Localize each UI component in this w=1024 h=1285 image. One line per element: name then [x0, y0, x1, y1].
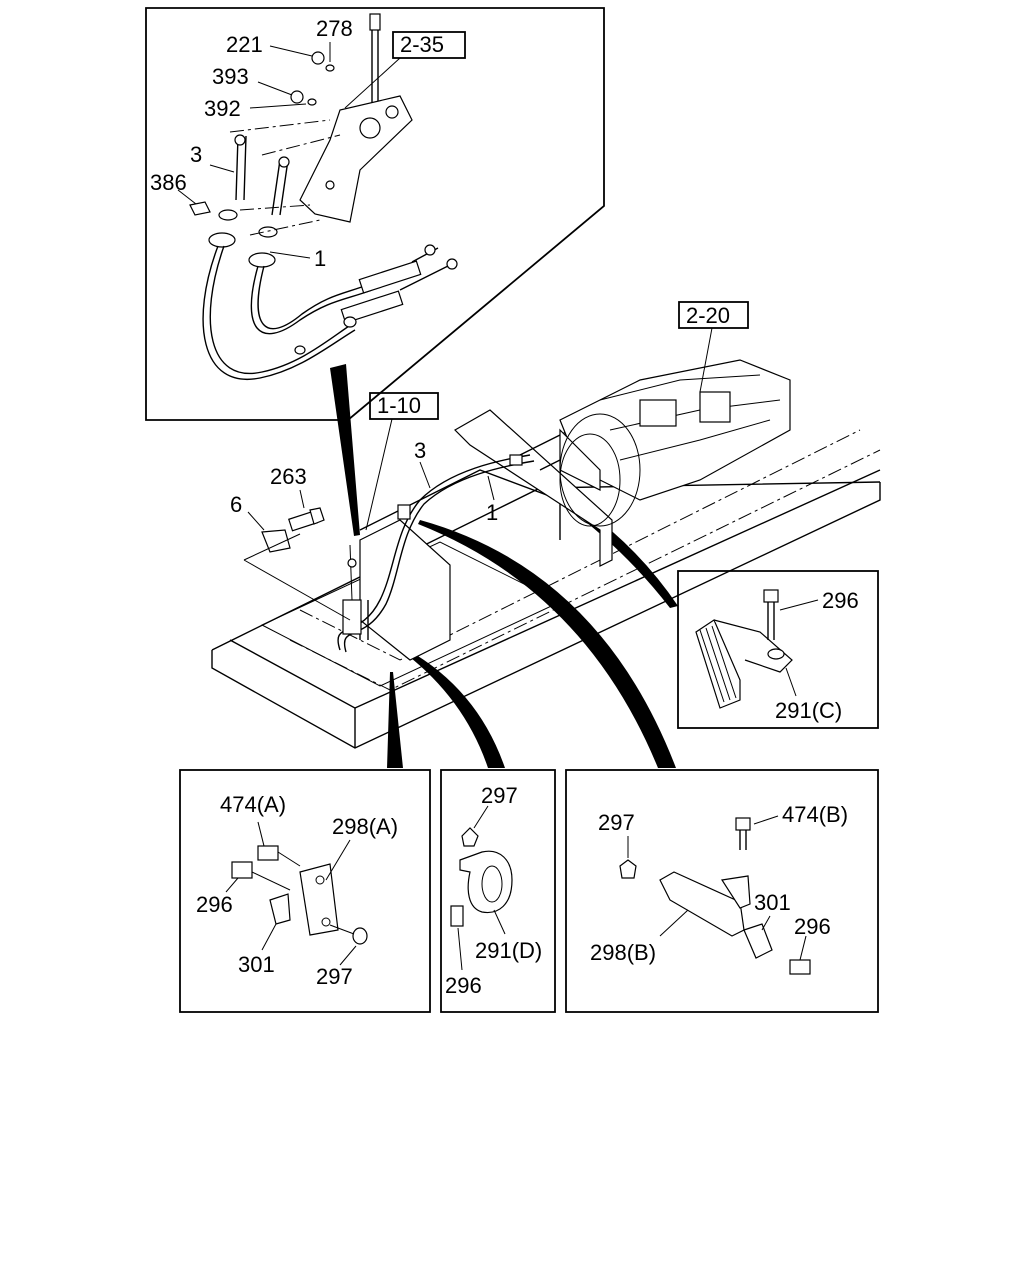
- label-1-main: 1: [486, 500, 498, 525]
- beam-top-panel: [330, 364, 360, 536]
- shift-bracket: [299, 95, 413, 223]
- ref-2-35: 2-35: [400, 32, 444, 57]
- panel-b: 297 474(B) 301 296 298(B): [565, 769, 879, 1013]
- label-263: 263: [270, 464, 307, 489]
- label-301-b: 301: [754, 890, 791, 915]
- bolt-474a: [257, 845, 279, 861]
- label-297-b: 297: [598, 810, 635, 835]
- grommet-right: [248, 252, 276, 268]
- panel-c-frame: [677, 570, 879, 729]
- top-panel-frame: [145, 7, 605, 421]
- panel-a: 474(A) 298(A) 296 301 297: [179, 769, 431, 1013]
- label-278: 278: [316, 16, 353, 41]
- nut-297-d: [461, 827, 479, 847]
- label-296-b: 296: [794, 914, 831, 939]
- label-393: 393: [212, 64, 249, 89]
- label-291d: 291(D): [475, 938, 542, 963]
- clamp-291d: [459, 850, 513, 914]
- bolt-296-a: [231, 861, 253, 879]
- bolt-296-d: [450, 905, 464, 927]
- bracket-298a: [299, 863, 339, 936]
- label-474a: 474(A): [220, 792, 286, 817]
- panel-d: 297 291(D) 296: [440, 769, 556, 1013]
- label-298a: 298(A): [332, 814, 398, 839]
- label-386: 386: [150, 170, 187, 195]
- clip-386: [189, 201, 211, 216]
- label-297-d: 297: [481, 783, 518, 808]
- panel-b-frame: [565, 769, 879, 1013]
- label-3-main: 3: [414, 438, 426, 463]
- beam-panel-d: [406, 650, 505, 768]
- nut-297-b: [619, 859, 637, 879]
- beam-panel-a: [387, 672, 403, 768]
- clamp-301-a: [269, 893, 291, 925]
- top-panel: 221 278 393 392 3 386 1 2-35: [145, 7, 605, 421]
- label-291c: 291(C): [775, 698, 842, 723]
- grommet-left: [208, 232, 236, 248]
- bolt-474b: [735, 817, 751, 831]
- label-1-top: 1: [314, 246, 326, 271]
- label-392: 392: [204, 96, 241, 121]
- label-3-top: 3: [190, 142, 202, 167]
- label-297-a: 297: [316, 964, 353, 989]
- nut-297-a: [352, 927, 368, 945]
- nut-393: [290, 90, 304, 104]
- panel-c: 296 291(C): [677, 570, 879, 729]
- ref-1-10: 1-10: [377, 393, 421, 418]
- panel-d-frame: [440, 769, 556, 1013]
- nut-221: [311, 51, 325, 65]
- label-221: 221: [226, 32, 263, 57]
- clip-6: [261, 529, 291, 553]
- ref-2-20: 2-20: [686, 303, 730, 328]
- bolt-296-head: [763, 589, 779, 603]
- bolt-296-b: [789, 959, 811, 975]
- label-296-c: 296: [822, 588, 859, 613]
- panel-a-frame: [179, 769, 431, 1013]
- beam-panel-b: [418, 520, 676, 768]
- label-301-a: 301: [238, 952, 275, 977]
- label-296-d: 296: [445, 973, 482, 998]
- main-view: 263 6 3 1 1-10 2-20: [211, 301, 881, 749]
- label-474b: 474(B): [782, 802, 848, 827]
- clamp-301-b: [743, 923, 773, 959]
- label-296-a: 296: [196, 892, 233, 917]
- label-298b: 298(B): [590, 940, 656, 965]
- label-6: 6: [230, 492, 242, 517]
